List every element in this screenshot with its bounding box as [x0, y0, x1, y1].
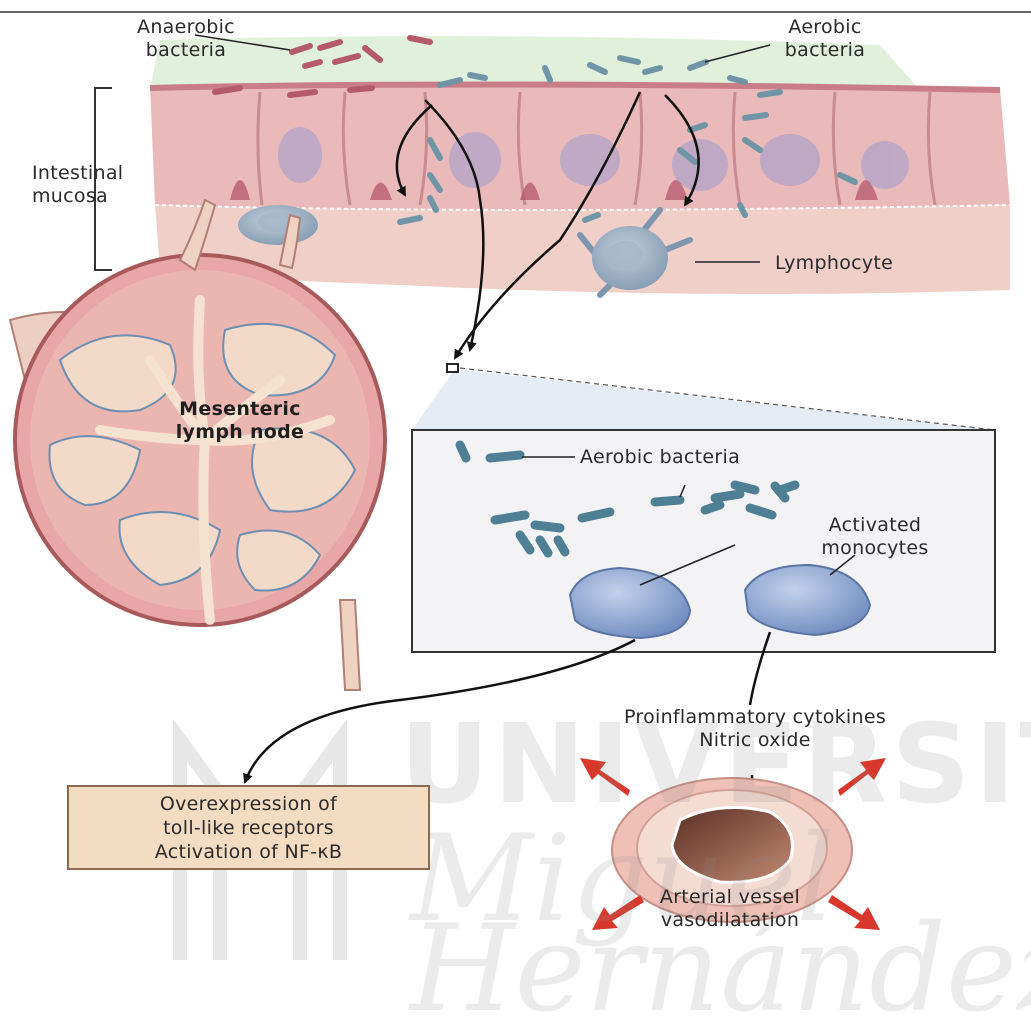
- dendritic-cell: [238, 205, 318, 245]
- tlr-overexpression-box: Overexpression of toll-like receptors Ac…: [67, 785, 430, 870]
- zoom-cone: [412, 369, 995, 430]
- callout-line-1: Overexpression of: [160, 792, 337, 816]
- aerobic-bacteria-inset-label: Aerobic bacteria: [580, 446, 740, 469]
- callout-line-2: toll-like receptors: [163, 816, 334, 840]
- lymphocyte-label: Lymphocyte: [775, 252, 893, 275]
- callout-line-3: Activation of NF-κB: [155, 840, 342, 864]
